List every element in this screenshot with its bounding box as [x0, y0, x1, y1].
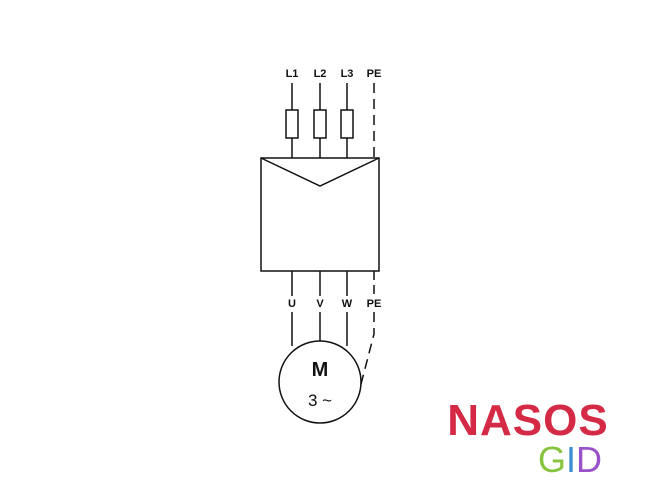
- fuse-l3: [340, 109, 354, 139]
- wire-pe-motor: [359, 312, 375, 389]
- terminal-label-l2: L2: [314, 68, 327, 80]
- logo-letter-i: I: [566, 439, 576, 480]
- logo-gid: GID: [538, 439, 602, 480]
- terminal-label-pe-supply: PE: [367, 68, 382, 80]
- motor-phase-label: 3 ~: [308, 391, 332, 410]
- terminal-label-l1: L1: [286, 68, 299, 80]
- terminal-label-u: U: [288, 298, 296, 310]
- logo-nasos: NASOS: [447, 396, 608, 445]
- motor-circle: [278, 340, 362, 424]
- logo-letter-d: D: [576, 439, 602, 480]
- motor-symbol-label: M: [312, 359, 329, 381]
- terminal-label-v: V: [316, 298, 324, 310]
- terminal-label-w: W: [342, 298, 353, 310]
- logo-letter-g: G: [538, 439, 566, 480]
- converter-box: [260, 157, 380, 272]
- terminal-label-l3: L3: [341, 68, 354, 80]
- fuse-l1: [285, 109, 299, 139]
- terminal-label-pe-motor: PE: [367, 298, 382, 310]
- fuse-l2: [313, 109, 327, 139]
- converter-symbol: [260, 157, 380, 187]
